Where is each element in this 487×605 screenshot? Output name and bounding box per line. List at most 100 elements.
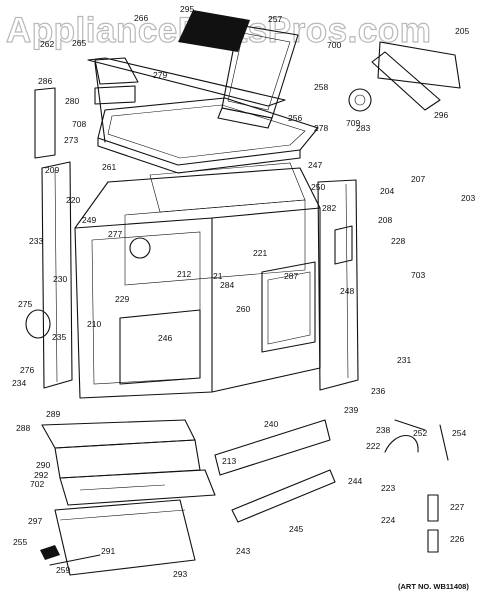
callout-label: 222 — [366, 441, 380, 451]
callout-label: 291 — [101, 546, 115, 556]
callout-label: 21 — [213, 271, 223, 281]
callout-label: 257 — [268, 14, 282, 24]
callout-label: 248 — [340, 286, 354, 296]
igniter-709 — [348, 88, 372, 112]
callout-label: 250 — [311, 182, 325, 192]
callout-label: 213 — [222, 456, 236, 466]
bracket-286 — [34, 87, 56, 159]
callout-label: 276 — [20, 365, 34, 375]
callout-label: 265 — [72, 38, 86, 48]
callout-label: 282 — [322, 203, 336, 213]
callout-label: 207 — [411, 174, 425, 184]
callout-label: 708 — [72, 119, 86, 129]
callout-label: 296 — [434, 110, 448, 120]
bracket-280 — [94, 85, 136, 105]
callout-label: 227 — [450, 502, 464, 512]
part-226 — [427, 529, 439, 553]
callout-label: 266 — [134, 13, 148, 23]
callout-label: 292 — [34, 470, 48, 480]
frame-strip-273 — [87, 57, 286, 107]
callout-label: 247 — [308, 160, 322, 170]
callout-label: 256 — [288, 113, 302, 123]
bracket-296 — [371, 51, 441, 111]
callout-label: 283 — [356, 123, 370, 133]
drawer-rail-289 — [41, 419, 196, 449]
art-number: (ART NO. WB11408) — [398, 582, 469, 591]
callout-label: 229 — [115, 294, 129, 304]
callout-label: 220 — [66, 195, 80, 205]
callout-label: 277 — [108, 229, 122, 239]
callout-label: 286 — [38, 76, 52, 86]
callout-label: 254 — [452, 428, 466, 438]
callout-label: 702 — [30, 479, 44, 489]
callout-label: 287 — [284, 271, 298, 281]
callout-label: 234 — [12, 378, 26, 388]
callout-label: 258 — [314, 82, 328, 92]
callout-label: 223 — [381, 483, 395, 493]
callout-label: 293 — [173, 569, 187, 579]
drawer-290 — [59, 469, 216, 506]
callout-label: 295 — [180, 4, 194, 14]
callout-label: 221 — [253, 248, 267, 258]
callout-label: 290 — [36, 460, 50, 470]
callout-label: 209 — [45, 165, 59, 175]
callout-label: 238 — [376, 425, 390, 435]
oven-front-frame — [74, 217, 213, 399]
callout-label: 259 — [56, 565, 70, 575]
part-254 — [439, 424, 449, 461]
callout-label: 262 — [40, 39, 54, 49]
side-panel-209 — [41, 161, 73, 389]
callout-label: 244 — [348, 476, 362, 486]
callout-label: 275 — [18, 299, 32, 309]
callout-label: 280 — [65, 96, 79, 106]
foot-255 — [40, 545, 60, 560]
filter-pad-295 — [178, 10, 250, 52]
callout-label: 278 — [314, 123, 328, 133]
callout-label: 240 — [264, 419, 278, 429]
callout-label: 261 — [102, 162, 116, 172]
callout-label: 203 — [461, 193, 475, 203]
callout-label: 273 — [64, 135, 78, 145]
callout-label: 205 — [455, 26, 469, 36]
callout-labels: 295 257 266 262 265 279 700 205 286 258 … — [12, 4, 475, 579]
clip-222 — [384, 435, 419, 453]
toe-kick-243 — [231, 469, 336, 523]
callout-label: 703 — [411, 270, 425, 280]
callout-label: 284 — [220, 280, 234, 290]
callout-label: 279 — [153, 70, 167, 80]
callout-label: 228 — [391, 236, 405, 246]
callout-label: 252 — [413, 428, 427, 438]
callout-label: 210 — [87, 319, 101, 329]
callout-label: 260 — [236, 304, 250, 314]
callout-label: 230 — [53, 274, 67, 284]
callout-label: 224 — [381, 515, 395, 525]
callout-label: 208 — [378, 215, 392, 225]
callout-label: 255 — [13, 537, 27, 547]
panel-287 — [261, 261, 316, 353]
callout-label: 236 — [371, 386, 385, 396]
callout-label: 297 — [28, 516, 42, 526]
callout-label: 249 — [82, 215, 96, 225]
bracket-265 — [94, 57, 139, 85]
bottom-panel-293 — [54, 499, 196, 576]
callout-label: 246 — [158, 333, 172, 343]
part-227 — [427, 494, 439, 522]
callout-label: 289 — [46, 409, 60, 419]
callout-label: 212 — [177, 269, 191, 279]
toe-kick-240 — [214, 419, 331, 476]
callout-label: 288 — [16, 423, 30, 433]
knob-275 — [25, 309, 51, 339]
callout-label: 709 — [346, 118, 360, 128]
bracket-205 — [377, 41, 461, 89]
callout-label: 226 — [450, 534, 464, 544]
callout-label: 243 — [236, 546, 250, 556]
callout-label: 231 — [397, 355, 411, 365]
callout-label: 239 — [344, 405, 358, 415]
callout-label: 245 — [289, 524, 303, 534]
callout-label: 204 — [380, 186, 394, 196]
callout-label: 700 — [327, 40, 341, 50]
side-panel-208 — [317, 179, 359, 391]
callout-label: 235 — [52, 332, 66, 342]
